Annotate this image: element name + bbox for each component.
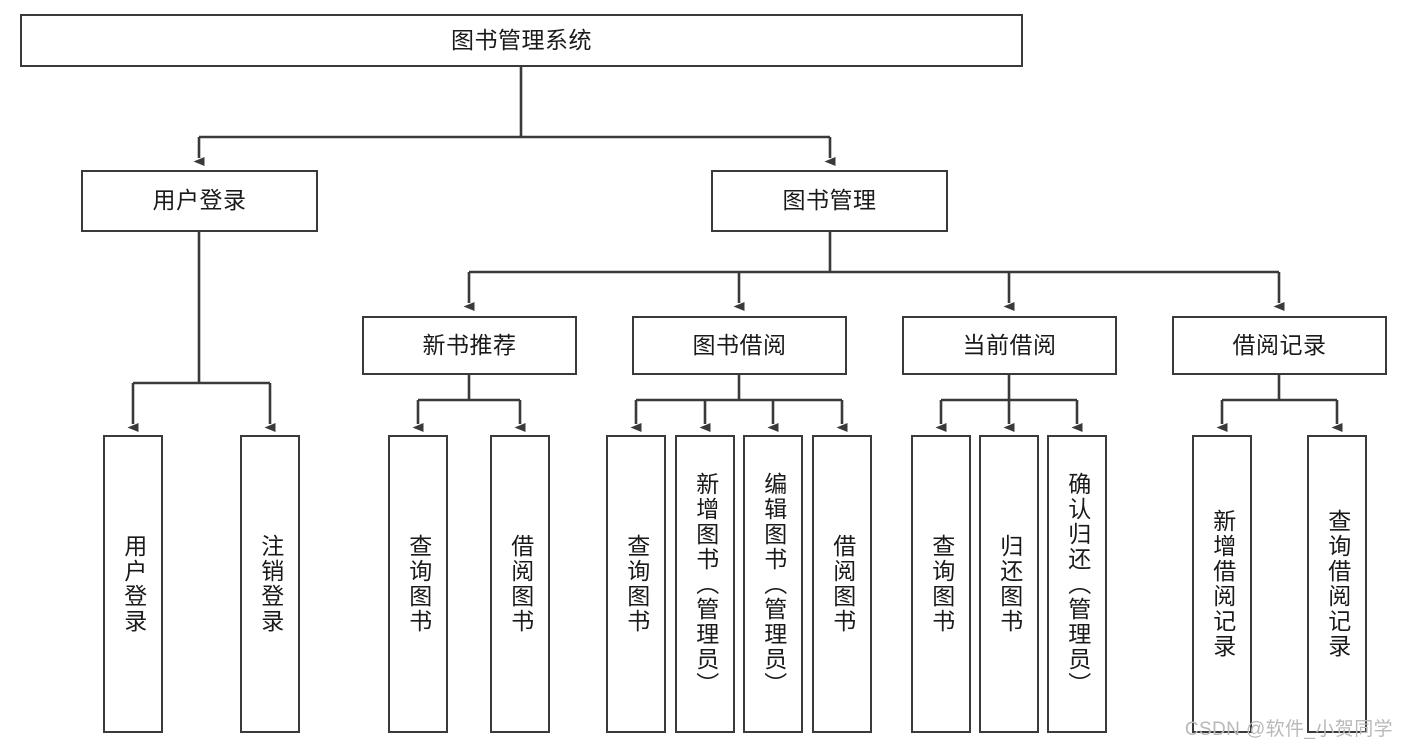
node-label: 新增借阅记录: [1209, 509, 1236, 659]
node-current-borrow[interactable]: 当前借阅: [902, 316, 1117, 375]
node-label: 借阅记录: [1232, 331, 1327, 358]
leaf-current-borrow-return-book[interactable]: 归还图书: [979, 435, 1039, 733]
leaf-current-borrow-confirm-return-admin[interactable]: 确认归还（管理员）: [1047, 435, 1107, 733]
node-label: 借阅图书: [507, 534, 534, 634]
node-label: 图书管理系统: [451, 26, 592, 53]
node-label: 新书推荐: [422, 331, 517, 358]
node-root-book-management-system[interactable]: 图书管理系统: [20, 14, 1023, 67]
node-label: 注销登录: [257, 534, 284, 634]
leaf-borrow-records-add-record[interactable]: 新增借阅记录: [1192, 435, 1252, 733]
node-label: 查询图书: [405, 534, 432, 634]
leaf-user-login-login[interactable]: 用户登录: [103, 435, 163, 733]
leaf-book-borrow-add-book-admin[interactable]: 新增图书（管理员）: [675, 435, 735, 733]
node-borrow-records[interactable]: 借阅记录: [1172, 316, 1387, 375]
leaf-book-borrow-query-book[interactable]: 查询图书: [606, 435, 666, 733]
node-label: 借阅图书: [829, 534, 856, 634]
leaf-user-login-logout[interactable]: 注销登录: [240, 435, 300, 733]
node-label: 查询图书: [928, 534, 955, 634]
node-label: 确认归还（管理员）: [1064, 471, 1091, 697]
leaf-new-book-query-book[interactable]: 查询图书: [388, 435, 448, 733]
node-new-book-recommend[interactable]: 新书推荐: [362, 316, 577, 375]
leaf-borrow-records-query-record[interactable]: 查询借阅记录: [1307, 435, 1367, 733]
node-label: 新增图书（管理员）: [692, 471, 719, 697]
node-book-borrow[interactable]: 图书借阅: [632, 316, 847, 375]
node-label: 查询图书: [623, 534, 650, 634]
node-book-management[interactable]: 图书管理: [711, 170, 948, 232]
leaf-book-borrow-edit-book-admin[interactable]: 编辑图书（管理员）: [743, 435, 803, 733]
node-user-login[interactable]: 用户登录: [81, 170, 318, 232]
node-label: 用户登录: [152, 187, 247, 214]
node-label: 当前借阅: [962, 331, 1057, 358]
leaf-new-book-borrow-book[interactable]: 借阅图书: [490, 435, 550, 733]
leaf-book-borrow-borrow-book[interactable]: 借阅图书: [812, 435, 872, 733]
node-label: 编辑图书（管理员）: [760, 471, 787, 697]
csdn-watermark: CSDN @软件_小贺同学: [1184, 719, 1393, 740]
node-label: 用户登录: [120, 534, 147, 634]
leaf-current-borrow-query-book[interactable]: 查询图书: [911, 435, 971, 733]
node-label: 图书借阅: [692, 331, 787, 358]
node-label: 查询借阅记录: [1324, 509, 1351, 659]
node-label: 图书管理: [782, 187, 877, 214]
node-label: 归还图书: [996, 534, 1023, 634]
